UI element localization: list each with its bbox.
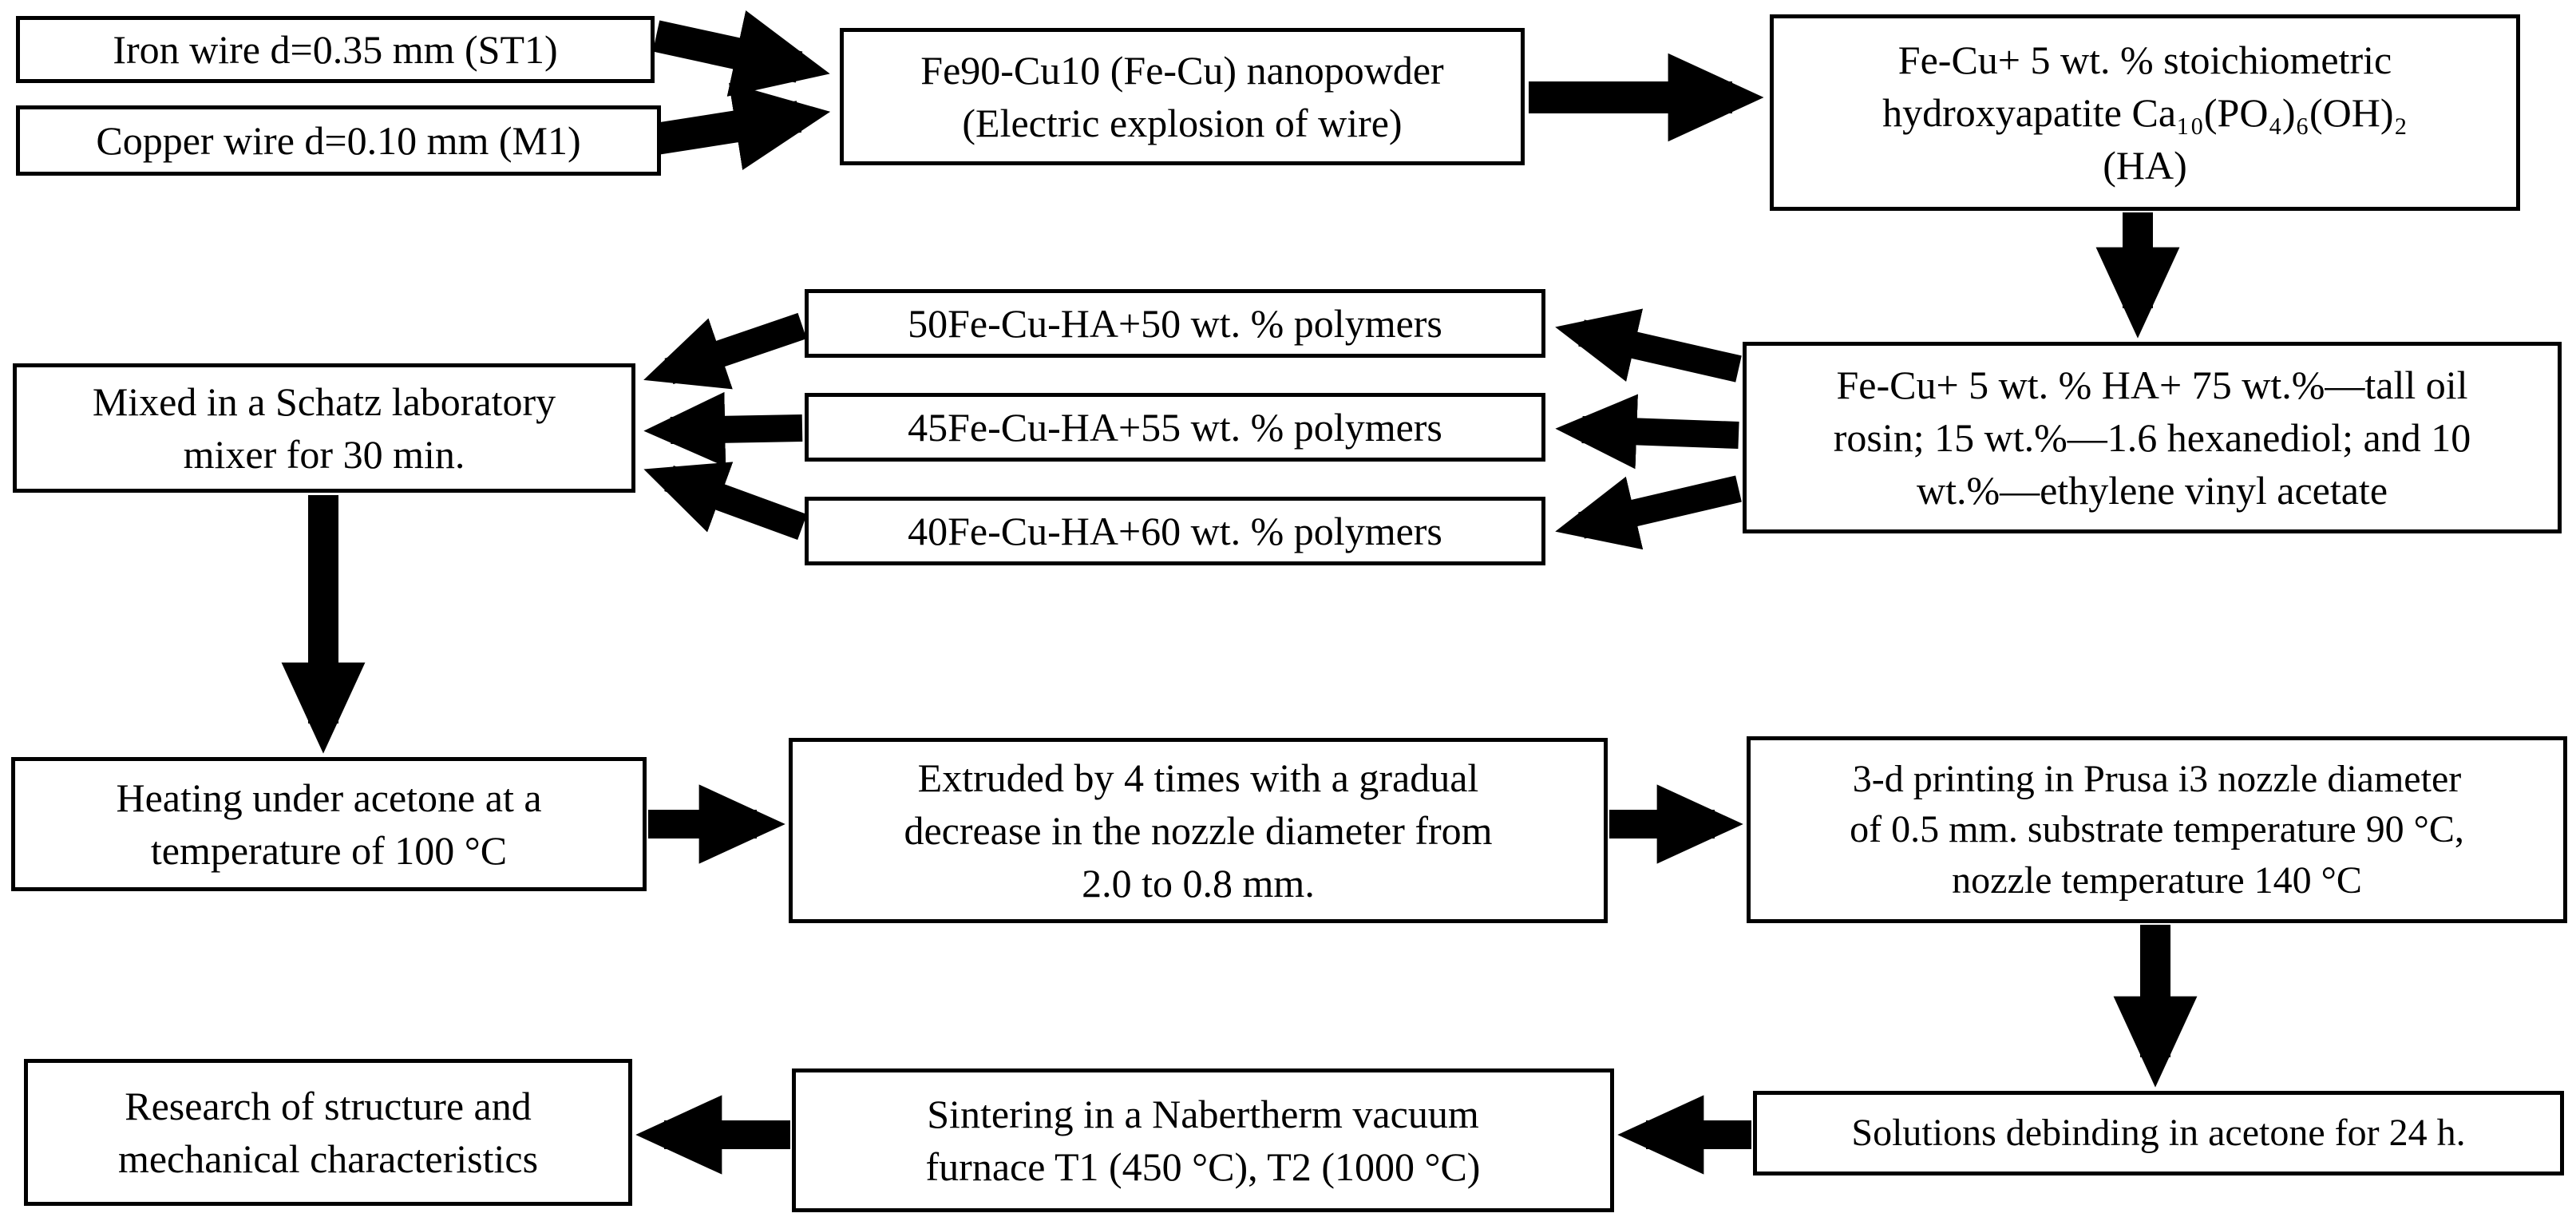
arrow-blend-to-mix45 [1555, 394, 1739, 470]
node-copper-wire: Copper wire d=0.10 mm (M1) [16, 105, 661, 176]
node-mixer: Mixed in a Schatz laboratory mixer for 3… [13, 363, 635, 493]
node-3d-printing: 3-d printing in Prusa i3 nozzle diameter… [1747, 736, 2567, 923]
node-hydroxyapatite: Fe-Cu+ 5 wt. % stoichiometric hydroxyapa… [1770, 14, 2520, 211]
node-mix-45: 45Fe-Cu-HA+55 wt. % polymers [805, 393, 1545, 462]
node-polymer-blend: Fe-Cu+ 5 wt. % HA+ 75 wt.%—tall oil rosi… [1743, 342, 2562, 533]
node-heating: Heating under acetone at a temperature o… [11, 757, 647, 891]
node-sintering: Sintering in a Nabertherm vacuum furnace… [792, 1068, 1614, 1212]
node-research: Research of structure and mechanical cha… [24, 1059, 632, 1206]
arrow-mix45-to-mixer [643, 391, 803, 467]
node-mix-50: 50Fe-Cu-HA+50 wt. % polymers [805, 289, 1545, 358]
arrow-blend-to-mix40 [1555, 475, 1742, 550]
node-extrusion: Extruded by 4 times with a gradual decre… [789, 738, 1608, 923]
arrow-mix40-to-mixer [643, 462, 807, 540]
node-iron-wire: Iron wire d=0.35 mm (ST1) [16, 16, 655, 83]
arrow-iron-wire-to-nanopowder [652, 10, 830, 97]
arrow-mix50-to-mixer [643, 312, 807, 390]
node-nanopowder: Fe90-Cu10 (Fe-Cu) nanopowder (Electric e… [840, 28, 1525, 165]
node-mix-40: 40Fe-Cu-HA+60 wt. % polymers [805, 497, 1545, 565]
node-debinding: Solutions debinding in acetone for 24 h. [1753, 1091, 2564, 1175]
arrow-copper-wire-to-nanopowder [653, 82, 831, 170]
arrow-blend-to-mix50 [1555, 308, 1742, 383]
